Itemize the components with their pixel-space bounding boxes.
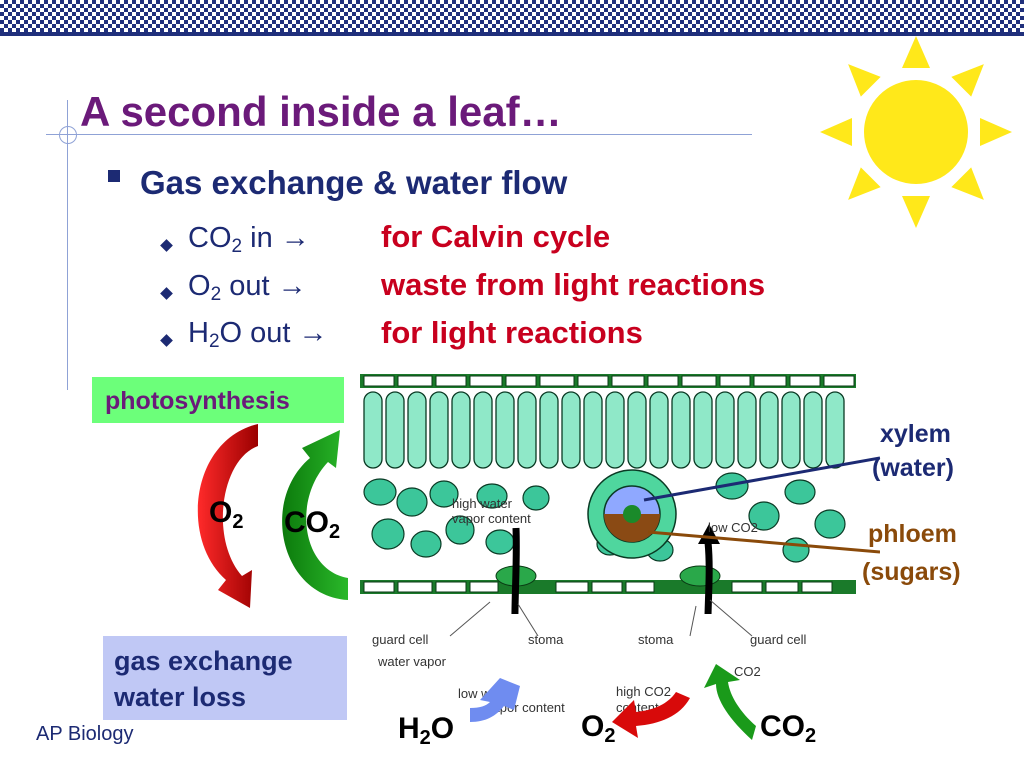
sub-bullet-co2-in: CO2 in →	[188, 222, 310, 257]
photosynthesis-label: photosynthesis	[105, 387, 290, 415]
sub-bullet-purpose-3: for light reactions	[381, 315, 643, 350]
annotation-low-co2: low CO2	[708, 520, 758, 535]
annotation-high-water: high water	[452, 496, 512, 511]
red-arrow-icon	[612, 692, 690, 738]
water-loss-label: water loss	[114, 682, 247, 712]
arrow-right-icon: →	[277, 270, 307, 302]
o2-bottom-label: O2	[581, 710, 616, 747]
blue-arrow-icon	[470, 678, 520, 722]
sun-icon	[820, 36, 1012, 228]
square-bullet-icon	[108, 170, 120, 182]
green-curved-arrow-icon	[282, 430, 348, 600]
annotation-vapor-content: vapor content	[452, 511, 531, 526]
o2-label: O2	[209, 496, 244, 533]
phloem-label: phloem	[868, 520, 957, 548]
photosynthesis-box	[92, 377, 344, 423]
sub-bullet-purpose-1: for Calvin cycle	[381, 219, 611, 254]
diamond-bullet-icon	[160, 239, 173, 252]
diamond-bullet-icon	[160, 287, 173, 300]
co2-bottom-label: CO2	[760, 710, 817, 747]
annotation-stoma-right: stoma	[638, 632, 674, 647]
gas-exchange-label: gas exchange	[114, 646, 293, 676]
annotation-stoma-left: stoma	[528, 632, 564, 647]
annotation-guard-cell-right: guard cell	[750, 632, 807, 647]
header-pattern-bar	[0, 0, 1024, 36]
xylem-sub-label: (water)	[872, 454, 954, 482]
arrow-right-icon: →	[298, 317, 328, 349]
water-vapor-arrow-icon	[511, 527, 520, 614]
main-bullet: Gas exchange & water flow	[140, 164, 568, 201]
diamond-bullet-icon	[160, 334, 173, 347]
sub-bullet-purpose-2: waste from light reactions	[381, 267, 766, 302]
annotation-high-co2: high CO2	[616, 684, 671, 699]
title-underline	[46, 134, 752, 135]
gas-cycle-arrows	[197, 424, 348, 608]
slide-title: A second inside a leaf…	[80, 88, 562, 135]
red-curved-arrow-icon	[197, 424, 258, 608]
arrow-right-icon: →	[280, 222, 310, 254]
xylem-label: xylem	[880, 420, 951, 448]
vascular-bundle	[587, 469, 677, 559]
co2-in-arrow-icon	[704, 541, 713, 614]
bottom-gas-arrows	[470, 664, 756, 740]
co2-label: CO2	[284, 506, 341, 543]
guide-circle	[59, 126, 77, 144]
phloem-sub-label: (sugars)	[862, 558, 961, 586]
left-guide-line	[67, 100, 68, 390]
footer-label: AP Biology	[36, 723, 134, 745]
annotation-co2: CO2	[734, 664, 761, 679]
leaf-cross-section	[360, 374, 856, 614]
h2o-label: H2O	[398, 712, 455, 749]
green-arrow-icon	[704, 664, 756, 740]
annotation-guard-cell-left: guard cell	[372, 632, 429, 647]
gas-exchange-box	[103, 636, 347, 720]
annotation-leader-lines	[449, 456, 880, 637]
sub-bullet-o2-out: O2 out →	[188, 270, 307, 305]
sub-bullet-h2o-out: H2O out →	[188, 317, 328, 352]
annotation-water-vapor: water vapor	[378, 654, 446, 669]
